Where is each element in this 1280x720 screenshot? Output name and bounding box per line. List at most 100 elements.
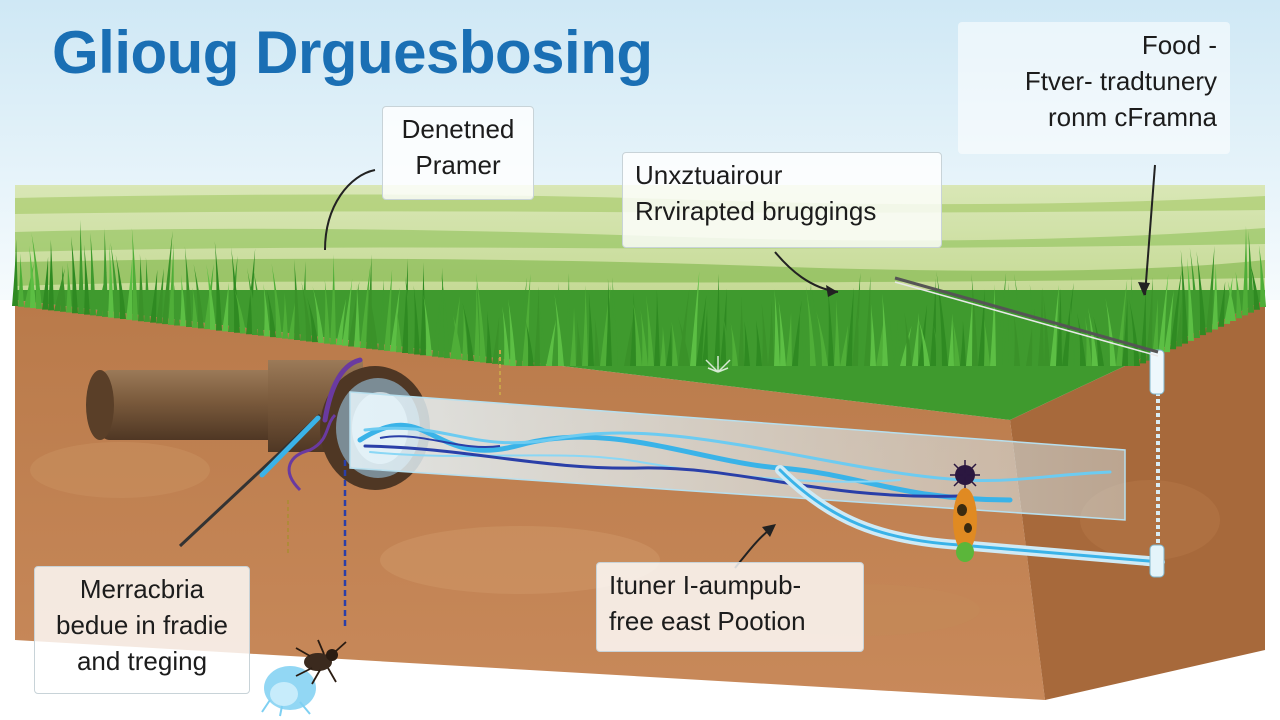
grass-blade bbox=[778, 300, 786, 366]
grass-blade bbox=[870, 303, 876, 366]
grass-blade bbox=[768, 300, 774, 366]
monitoring-well-cap bbox=[1149, 349, 1165, 395]
grass-blade bbox=[180, 274, 186, 327]
grass-blade bbox=[630, 292, 636, 366]
grass-blade bbox=[126, 257, 133, 320]
grass-blade bbox=[253, 268, 264, 336]
grass-blade bbox=[312, 286, 324, 343]
grass-blade bbox=[234, 288, 246, 334]
grass-blade bbox=[582, 285, 588, 366]
water-flow bbox=[369, 451, 901, 483]
grass-blade bbox=[144, 257, 150, 322]
grass-blade bbox=[138, 253, 144, 322]
grass-blade bbox=[564, 273, 570, 366]
grass-blade bbox=[71, 236, 78, 314]
water-splash-icon bbox=[261, 666, 316, 717]
grass-blade bbox=[774, 289, 780, 366]
grass-blade bbox=[857, 313, 864, 366]
grass-blade bbox=[1050, 284, 1060, 366]
grass-blade bbox=[1038, 287, 1044, 366]
grass-blade bbox=[852, 272, 861, 366]
grass-blade bbox=[348, 281, 360, 347]
callout-bottom-left: Merracbria bedue in fradie and treging bbox=[34, 566, 250, 694]
grass-blade bbox=[307, 297, 318, 343]
grass-blade bbox=[1104, 320, 1110, 366]
grass-blade bbox=[755, 319, 762, 366]
grass-blade bbox=[12, 239, 18, 306]
grass-blade bbox=[60, 265, 66, 312]
grass-blade bbox=[606, 278, 612, 366]
grass-blade bbox=[502, 306, 510, 366]
injection-cable bbox=[287, 413, 337, 492]
grass-blade bbox=[474, 280, 480, 362]
grass-blade bbox=[816, 310, 828, 366]
grass-blade bbox=[624, 306, 636, 366]
grass-blade bbox=[894, 321, 900, 366]
grass-blade bbox=[1176, 301, 1182, 347]
grass-blade bbox=[640, 309, 648, 366]
grass-blade bbox=[263, 283, 270, 337]
grass-blade bbox=[366, 254, 372, 349]
grass-blade bbox=[131, 227, 138, 321]
grass-blade bbox=[876, 316, 885, 366]
grass-blade bbox=[654, 289, 660, 366]
grass-blade bbox=[438, 267, 444, 358]
grass-blade bbox=[330, 254, 336, 345]
leader-line-top-right bbox=[1144, 164, 1156, 296]
callout-top-right: Food - Ftver- tradtunery ronm cFramna bbox=[958, 22, 1230, 154]
grass-blade bbox=[452, 314, 462, 360]
grass-blade bbox=[1158, 273, 1169, 355]
grass-blade bbox=[882, 293, 888, 366]
grass-blade bbox=[1212, 263, 1218, 330]
grass-blade bbox=[1218, 281, 1226, 327]
root-veins bbox=[379, 435, 501, 448]
callout-bottom-center: Ituner I-aumpub- free east Pootion bbox=[596, 562, 864, 652]
callout-denetned: Denetned Pramer bbox=[382, 106, 534, 200]
grass-blade bbox=[714, 273, 720, 366]
grass-blade bbox=[792, 300, 802, 366]
grass-blade bbox=[983, 318, 990, 366]
grass-blade bbox=[1146, 277, 1153, 361]
grass-blade bbox=[231, 247, 240, 333]
grass-blade bbox=[214, 241, 222, 331]
grass-blade bbox=[492, 316, 500, 364]
grass-blade bbox=[66, 262, 72, 313]
grass-blade bbox=[192, 287, 198, 328]
grass-blade bbox=[300, 261, 306, 341]
grass-blade bbox=[173, 284, 180, 326]
grass-blade bbox=[730, 322, 738, 366]
grass-blade bbox=[1235, 271, 1242, 319]
grass-blade bbox=[342, 278, 353, 346]
grass-blade bbox=[525, 321, 534, 366]
grass-blade bbox=[671, 321, 678, 366]
grass-blade bbox=[996, 272, 1007, 366]
grass-blade bbox=[540, 310, 546, 366]
grass-blade bbox=[1087, 307, 1098, 366]
grass-blade bbox=[162, 230, 173, 325]
grass-blade bbox=[516, 277, 528, 366]
outlet-end-cap bbox=[1149, 544, 1165, 578]
callout-line: free east Pootion bbox=[609, 606, 806, 636]
grass-blade bbox=[840, 325, 849, 366]
grass-blade bbox=[904, 312, 912, 366]
grass-blade bbox=[294, 259, 300, 341]
grass-blade bbox=[462, 306, 468, 361]
grass-blade bbox=[206, 264, 216, 330]
grass-blade bbox=[811, 284, 822, 366]
grass-blade bbox=[354, 284, 360, 348]
grass-blade bbox=[864, 276, 871, 366]
grass-blade bbox=[360, 264, 371, 348]
grass-blade bbox=[108, 244, 114, 318]
grass-blade bbox=[378, 279, 384, 351]
grass-blade bbox=[29, 245, 36, 309]
grass-blade bbox=[1187, 257, 1194, 341]
grass-blade bbox=[1056, 288, 1062, 366]
grass-blade bbox=[933, 325, 942, 366]
callout-line: Pramer bbox=[415, 150, 501, 180]
injection-cable bbox=[322, 357, 363, 423]
grass-blade bbox=[948, 313, 954, 366]
callout-center: Unxztuairour Rrvirapted bruggings bbox=[622, 152, 942, 248]
grass-blade bbox=[1152, 298, 1158, 358]
soil-texture bbox=[380, 526, 660, 594]
